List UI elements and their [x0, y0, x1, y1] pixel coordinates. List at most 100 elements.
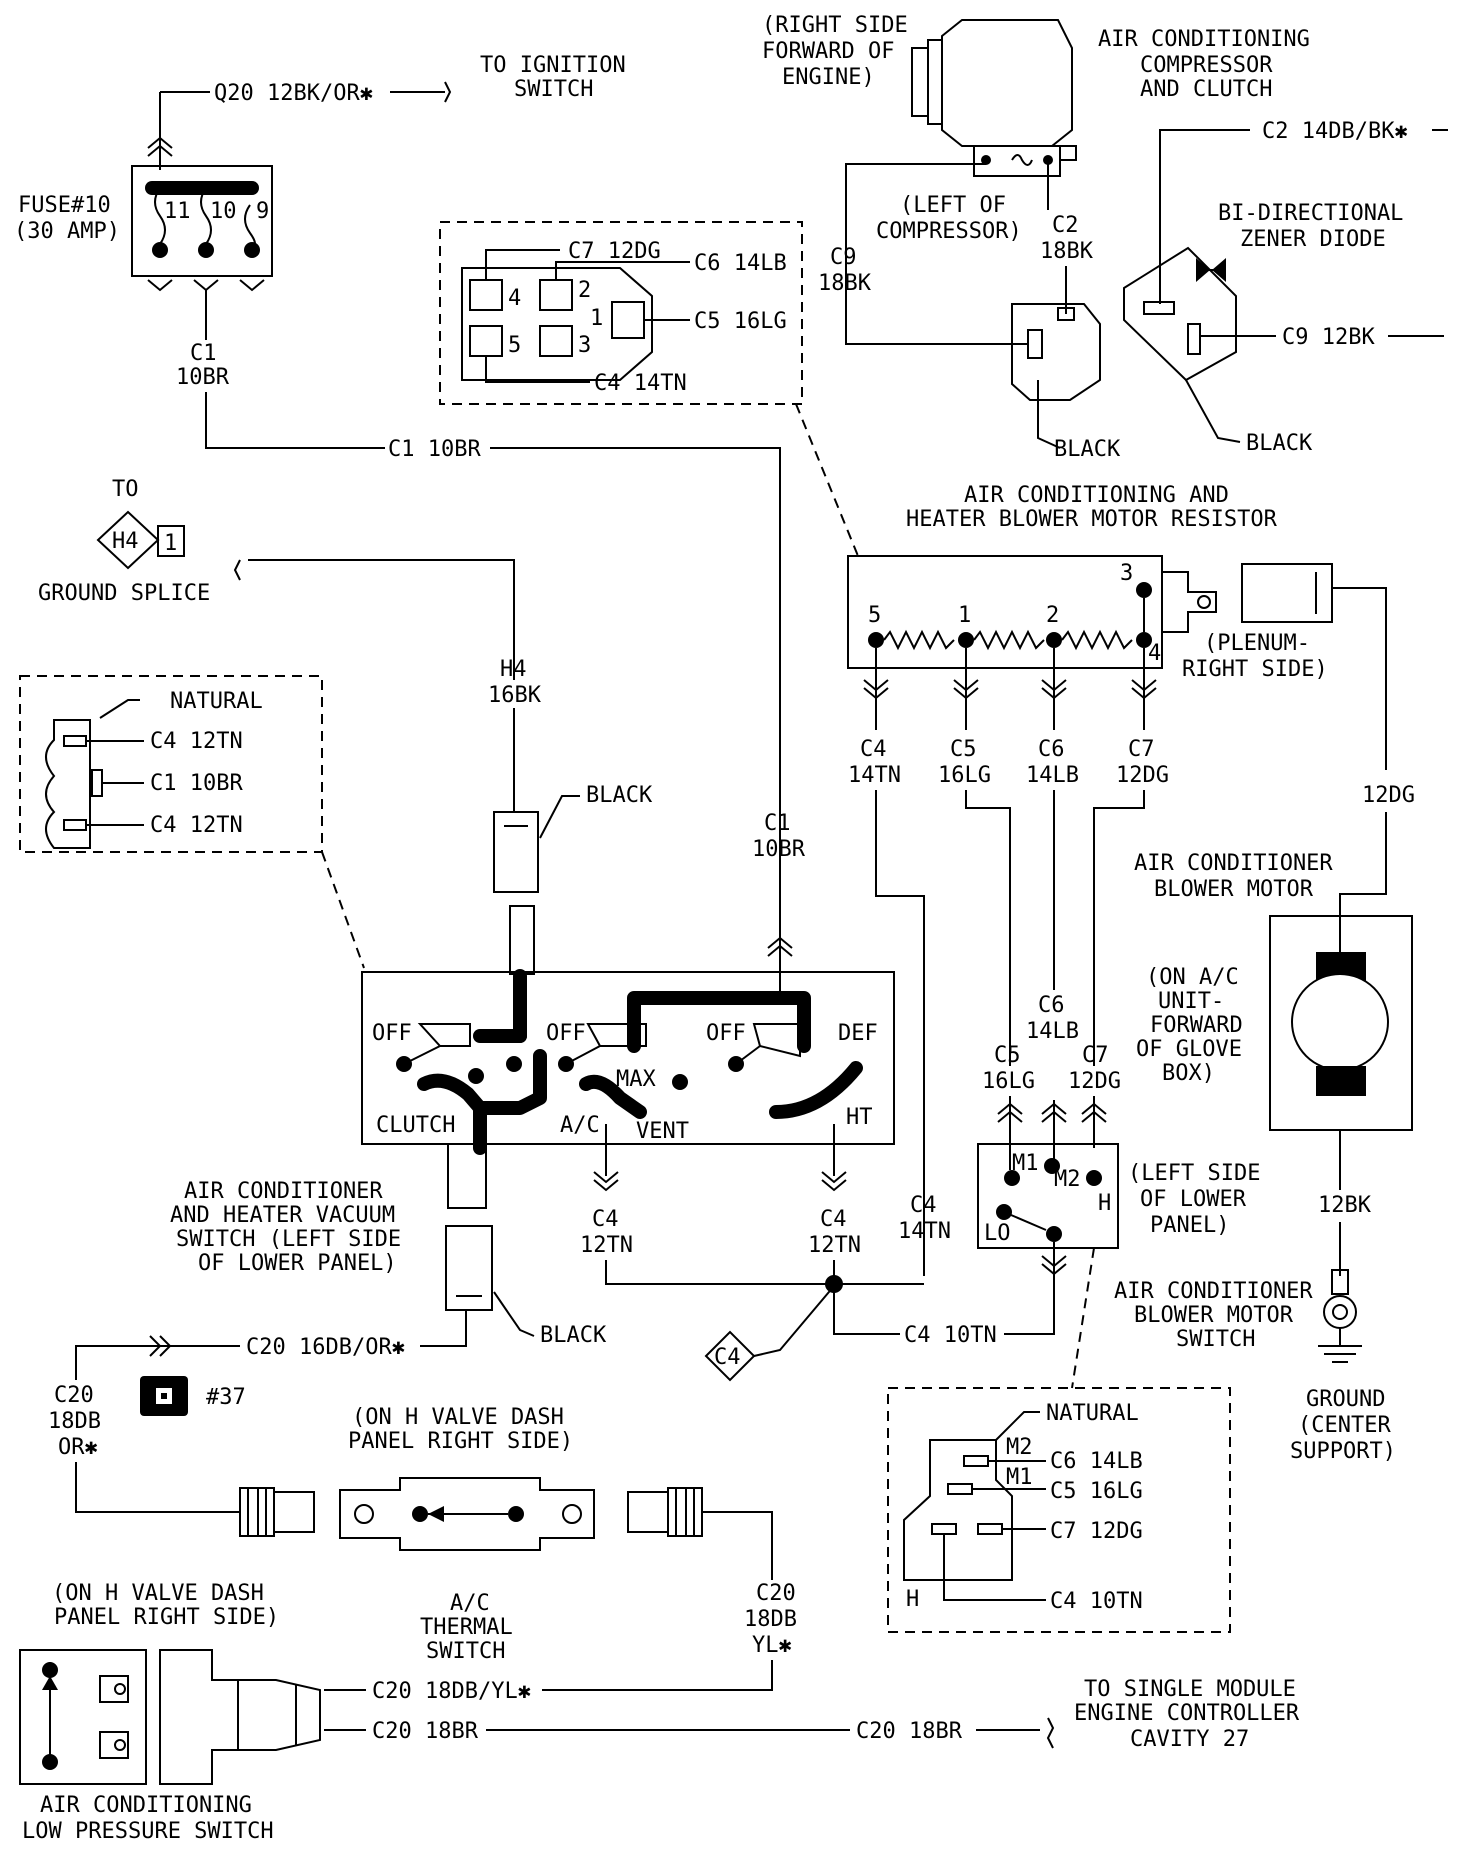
inset-c4: C4 10TN: [1050, 1589, 1143, 1614]
on-ac-label-3: FORWARD: [1150, 1013, 1243, 1038]
inset-m1: M1: [1006, 1465, 1033, 1490]
h4-tag: H4: [112, 529, 139, 554]
c20-right-gauge: 18DB: [744, 1607, 797, 1632]
c9-12bk-label: C9 12BK: [1282, 325, 1375, 350]
inset-m2: M2: [1006, 1435, 1033, 1460]
h4-connector-color: BLACK: [586, 783, 653, 808]
vac-c4-a: C4: [592, 1207, 619, 1232]
blower-motor-switch: C6 14LB C5 16LG C7 12DG M1 M2 H LO (LEFT…: [977, 993, 1313, 1352]
h4-wire: H4: [500, 657, 527, 682]
sw-c5: C5: [994, 1043, 1021, 1068]
inset-c5: C5 16LG: [1050, 1479, 1143, 1504]
conn-pin-4: 4: [508, 286, 521, 311]
ground-label-3: SUPPORT): [1290, 1439, 1396, 1464]
resistor-label: AIR CONDITIONING AND: [964, 483, 1229, 508]
c4-splice: C4 C4 10TN: [704, 1285, 1055, 1382]
blower-motor-resistor: AIR CONDITIONING AND HEATER BLOWER MOTOR…: [847, 483, 1415, 1276]
switch-off-3: OFF: [706, 1021, 746, 1046]
zener-label: BI-DIRECTIONAL: [1218, 201, 1403, 226]
ground-splice: TO H4 1 GROUND SPLICE H4 16BK BLACK: [38, 477, 653, 893]
ground-label: GROUND: [1306, 1387, 1385, 1412]
res-c4: C4: [860, 737, 887, 762]
inset-c6: C6 14LB: [1050, 1449, 1143, 1474]
to-smec: TO SINGLE MODULE: [1084, 1677, 1296, 1702]
sw-c7-gauge: 12DG: [1068, 1069, 1121, 1094]
fuse-pin-11: 11: [164, 199, 191, 224]
switch-clutch: CLUTCH: [376, 1113, 455, 1138]
zener-connector-color: BLACK: [1246, 431, 1313, 456]
to-smec-2: ENGINE CONTROLLER: [1074, 1701, 1300, 1726]
zener-diode: C2 14DB/BK✱ BI-DIRECTIONAL ZENER DIODE C…: [1123, 119, 1448, 456]
c20-left-gauge: 18DB: [48, 1409, 101, 1434]
switch-off-1: OFF: [372, 1021, 412, 1046]
vac-c4-c-gauge: 14TN: [898, 1219, 951, 1244]
blower-switch-label-2: BLOWER MOTOR: [1134, 1303, 1294, 1328]
inset-h: H: [906, 1587, 919, 1612]
resistor-pin-4: 4: [1148, 641, 1161, 666]
c4-splice-tag: C4: [714, 1345, 741, 1370]
switch-location-2: OF LOWER: [1140, 1187, 1247, 1212]
to-label: TO: [112, 477, 139, 502]
blower-switch-label: AIR CONDITIONER: [1114, 1279, 1313, 1304]
lp-location-2: PANEL RIGHT SIDE): [54, 1605, 279, 1630]
vac-c4-b: C4: [820, 1207, 847, 1232]
blower-motor-label-2: BLOWER MOTOR: [1154, 877, 1314, 902]
inset-natural: NATURAL: [1046, 1401, 1139, 1426]
plenum-label: (PLENUM-: [1204, 631, 1310, 656]
resistor-pin-2: 2: [1046, 603, 1059, 628]
on-ac-label: (ON A/C: [1146, 965, 1239, 990]
blower-motor-label: AIR CONDITIONER: [1134, 851, 1333, 876]
switch-vent: VENT: [636, 1119, 689, 1144]
c20-right-color: YL✱: [752, 1633, 792, 1658]
ref-37: #37: [206, 1385, 246, 1410]
vacuum-switch-connector: [445, 1225, 493, 1311]
plenum-label-2: RIGHT SIDE): [1182, 657, 1328, 682]
thermal-location-2: PANEL RIGHT SIDE): [348, 1429, 573, 1454]
fuse-rating: (30 AMP): [14, 219, 120, 244]
vacuum-switch-connector-inset: NATURAL C4 12TN C1 10BR C4 12TN: [19, 675, 323, 853]
sw-c6: C6: [1038, 993, 1065, 1018]
sw-c5-gauge: 16LG: [982, 1069, 1035, 1094]
left-of-compressor-2: COMPRESSOR): [876, 219, 1022, 244]
low-pressure-label-2: LOW PRESSURE SWITCH: [22, 1819, 274, 1844]
compressor-label: AIR CONDITIONING: [1098, 27, 1310, 52]
c1-wire-label: C1: [190, 341, 217, 366]
sw-c6-gauge: 14LB: [1026, 1019, 1079, 1044]
vacuum-switch-label-4: OF LOWER PANEL): [198, 1251, 397, 1276]
c1-wire-gauge: 10BR: [176, 365, 230, 390]
conn-pin-3: 3: [578, 333, 591, 358]
thermal-label-2: THERMAL: [420, 1615, 513, 1640]
c9-wire: C9: [830, 245, 857, 270]
vacuum-switch-label-3: SWITCH (LEFT SIDE: [176, 1227, 401, 1252]
vacuum-switch-label: AIR CONDITIONER: [184, 1179, 383, 1204]
low-pressure-switch: (ON H VALVE DASH PANEL RIGHT SIDE) AIR C…: [19, 1581, 321, 1844]
res-c4-gauge: 14TN: [848, 763, 901, 788]
conn-c7-label: C7 12DG: [568, 239, 661, 264]
c20-left: C20: [54, 1383, 94, 1408]
thermal-label-3: SWITCH: [426, 1639, 505, 1664]
thermal-location: (ON H VALVE DASH: [352, 1405, 564, 1430]
inset-c7: C7 12DG: [1050, 1519, 1143, 1544]
sw-c7: C7: [1082, 1043, 1109, 1068]
blower-switch-label-3: SWITCH: [1176, 1327, 1255, 1352]
h4-gauge: 16BK: [488, 683, 542, 708]
natural-label: NATURAL: [170, 689, 263, 714]
resistor-pin-3: 3: [1120, 561, 1133, 586]
conn-pin-1: 1: [590, 306, 603, 331]
vac-c4-a-gauge: 12TN: [580, 1233, 633, 1258]
vac-c4-b-gauge: 12TN: [808, 1233, 861, 1258]
resistor-connector-inset: 4 2 1 5 3 C7 12DG C6 14LB C5 16LG C4 14T…: [439, 221, 803, 405]
right-side-label-2: FORWARD OF: [762, 39, 894, 64]
compressor-connector-color: BLACK: [1054, 437, 1121, 462]
res-c5-gauge: 16LG: [938, 763, 991, 788]
switch-off-2: OFF: [546, 1021, 586, 1046]
c4-10tn-label: C4 10TN: [904, 1323, 997, 1348]
thermal-label: A/C: [450, 1591, 490, 1616]
fuse-section: Q20 12BK/OR✱ TO IGNITION SWITCH 11 10 9 …: [14, 53, 781, 960]
switch-location: (LEFT SIDE: [1128, 1161, 1260, 1186]
pos-lo: LO: [984, 1221, 1011, 1246]
conn-pin-5: 5: [508, 333, 521, 358]
blower-12bk: 12BK: [1318, 1193, 1372, 1218]
to-smec-3: CAVITY 27: [1130, 1727, 1249, 1752]
